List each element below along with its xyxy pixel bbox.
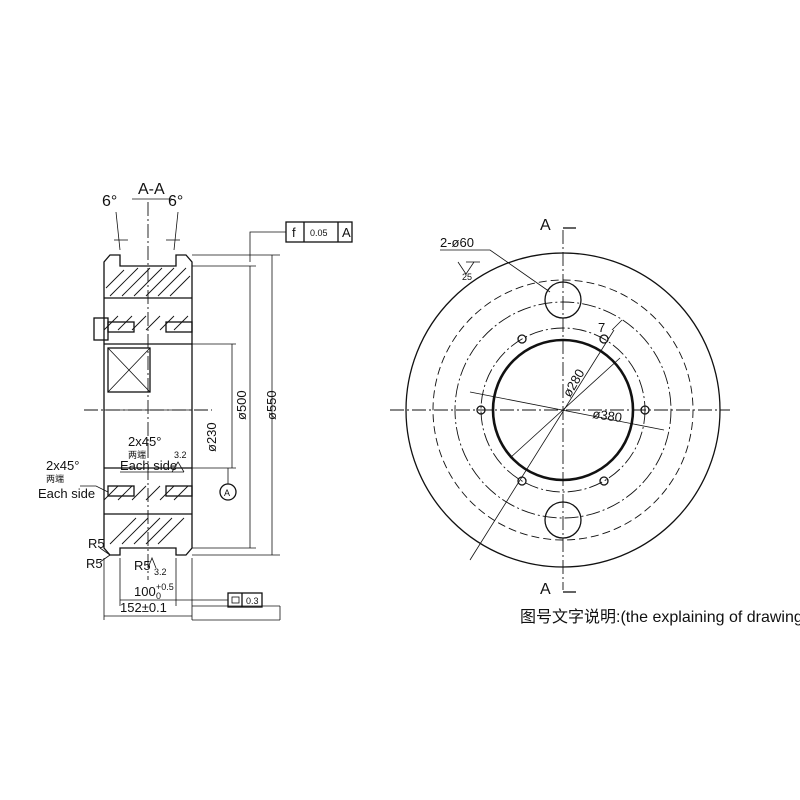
front-view: A A 2-ø60 25 ø280 ø380 7	[390, 217, 730, 598]
dim-100-lower: 0	[156, 591, 161, 601]
drawing-caption: 图号文字说明:(the explaining of drawing	[520, 608, 800, 626]
dim-230: ø230	[204, 422, 219, 452]
hatching-hub-bottom	[103, 485, 189, 501]
dim-380-line	[469, 391, 665, 431]
section-view: A-A 6° 6° f 0.05 A ø550 ø500 ø230	[38, 181, 353, 621]
tolerance-frame: f 0.05 A	[249, 221, 353, 262]
hatching-bottom	[109, 517, 185, 545]
flatness-frame: 0.3	[176, 592, 281, 621]
chamfer-outer: 2x45°	[46, 458, 79, 473]
tolerance-symbol: f	[292, 225, 296, 240]
radius-3: R5	[134, 558, 151, 573]
section-mark-bottom: A	[540, 581, 551, 598]
chamfer-outer-cn: 两端	[46, 473, 64, 484]
dim-550: ø550	[264, 390, 279, 420]
chamfer-outer-en: Each side	[38, 486, 95, 501]
bolt-head-top	[93, 317, 109, 341]
section-title: A-A	[138, 181, 165, 198]
section-mark-top: A	[540, 217, 551, 234]
bearing-box	[107, 347, 151, 393]
flatness-value: 0.3	[246, 596, 259, 606]
chamfer-inner-cn: 两端	[128, 449, 146, 460]
datum-a-label: A	[224, 488, 230, 498]
roughness-bottom: 3.2	[154, 567, 167, 577]
hole-leader	[440, 249, 551, 293]
bolt-hole-right-top	[165, 321, 193, 333]
angle-right: 6°	[168, 193, 183, 210]
hatching-top	[105, 267, 191, 297]
hole-roughness: 25	[462, 272, 472, 282]
bolt-hole-left-bottom	[107, 485, 135, 497]
datum-a-circle	[219, 483, 237, 501]
dim-100-upper: +0.5	[156, 582, 174, 592]
tolerance-value: 0.05	[310, 228, 328, 238]
small-hole-br	[599, 476, 609, 486]
wheel-profile-bottom	[103, 514, 193, 556]
chamfer-inner: 2x45°	[128, 434, 161, 449]
chamfer-inner-en: Each side	[120, 458, 177, 473]
radius-2: R5	[86, 556, 103, 571]
bolt-hole-right-bottom	[165, 485, 193, 497]
hole-callout: 2-ø60	[440, 235, 474, 250]
angle-left: 6°	[102, 193, 117, 210]
roughness-top: 3.2	[174, 450, 187, 460]
small-hole-tl	[517, 334, 527, 344]
wheel-profile-top	[103, 254, 193, 298]
leader-number: 7	[598, 320, 605, 335]
radius-1: R5	[88, 536, 105, 551]
dim-500: ø500	[234, 390, 249, 420]
tolerance-datum: A	[342, 225, 351, 240]
bolt-hole-left-top	[107, 321, 135, 333]
hatching-hub-top	[103, 315, 189, 331]
diagonal-leader	[469, 329, 615, 561]
dim-380: ø380	[592, 406, 623, 425]
dim-100: 100	[134, 584, 156, 599]
dim-152: 152±0.1	[120, 600, 167, 615]
